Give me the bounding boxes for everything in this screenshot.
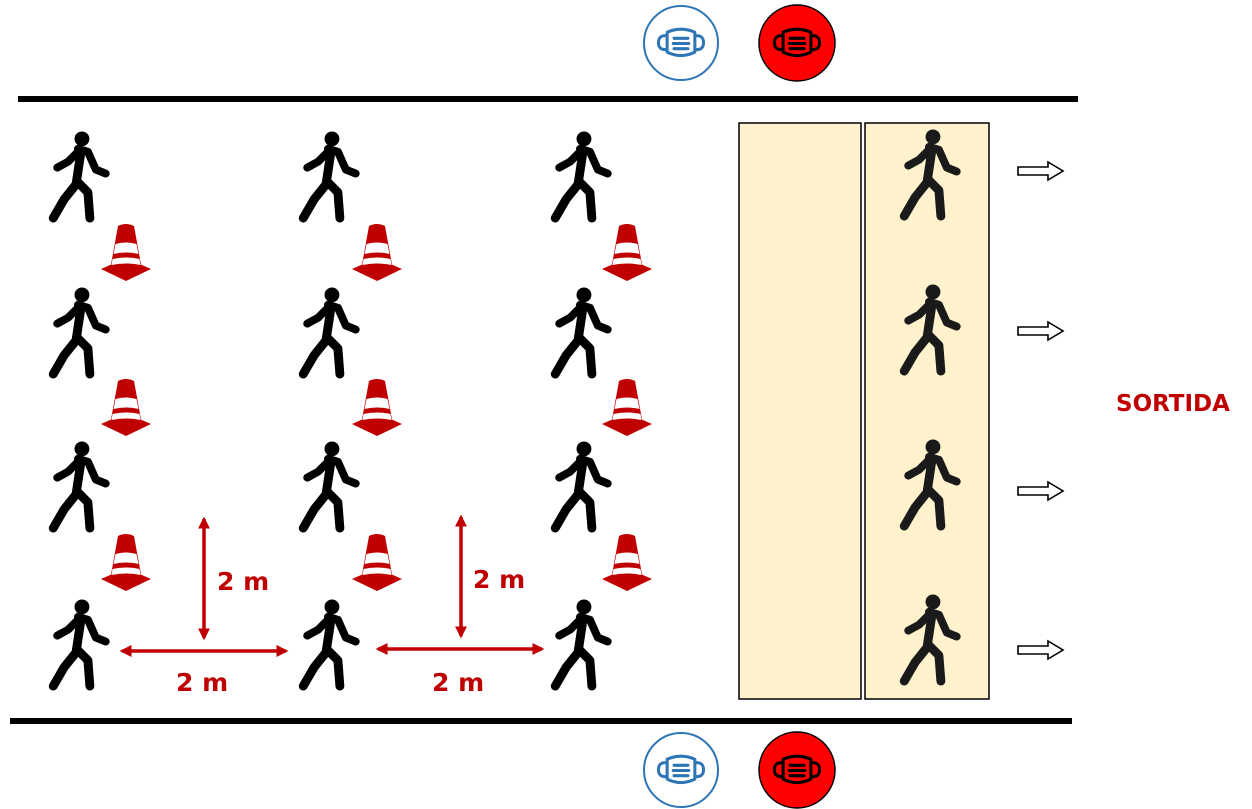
exit-label: SORTIDA <box>1116 391 1230 417</box>
walking-person-icon <box>303 441 355 528</box>
walking-person-icon <box>555 287 607 374</box>
vertical-distance-label-2: 2 m <box>473 565 525 594</box>
traffic-cone-icon <box>352 534 402 591</box>
walking-person-icon <box>53 131 105 218</box>
traffic-cone-icon <box>101 379 151 436</box>
mask-icon-outline-bottom <box>643 732 719 808</box>
walking-person-icon <box>53 287 105 374</box>
traffic-cone-icon <box>101 534 151 591</box>
cones <box>101 224 652 591</box>
exit-arrows <box>1017 161 1064 660</box>
mask-icon-filled-top <box>758 4 836 82</box>
walking-person-icon <box>555 599 607 686</box>
walking-person-icon <box>303 287 355 374</box>
vertical-distance-label-1: 2 m <box>217 567 269 596</box>
horizontal-distance-label-2: 2 m <box>432 668 484 697</box>
walking-person-icon <box>555 131 607 218</box>
right-arrow-icon <box>1017 321 1064 341</box>
right-arrow-icon <box>1017 640 1064 660</box>
right-arrow-icon <box>1017 481 1064 501</box>
walking-person-icon <box>303 131 355 218</box>
walking-person-icon <box>53 441 105 528</box>
traffic-cone-icon <box>101 224 151 281</box>
distance-arrows <box>119 514 545 657</box>
mask-icon-filled-bottom <box>758 731 836 809</box>
traffic-cone-icon <box>352 224 402 281</box>
mask-icon-outline-top <box>643 5 719 81</box>
right-arrow-icon <box>1017 161 1064 181</box>
traffic-cone-icon <box>602 379 652 436</box>
walking-person-icon <box>53 599 105 686</box>
exit-lane-left <box>738 122 862 700</box>
walking-person-icon <box>555 441 607 528</box>
traffic-cone-icon <box>602 224 652 281</box>
walking-person-icon <box>303 599 355 686</box>
traffic-cone-icon <box>352 379 402 436</box>
traffic-cone-icon <box>602 534 652 591</box>
horizontal-distance-label-1: 2 m <box>176 668 228 697</box>
